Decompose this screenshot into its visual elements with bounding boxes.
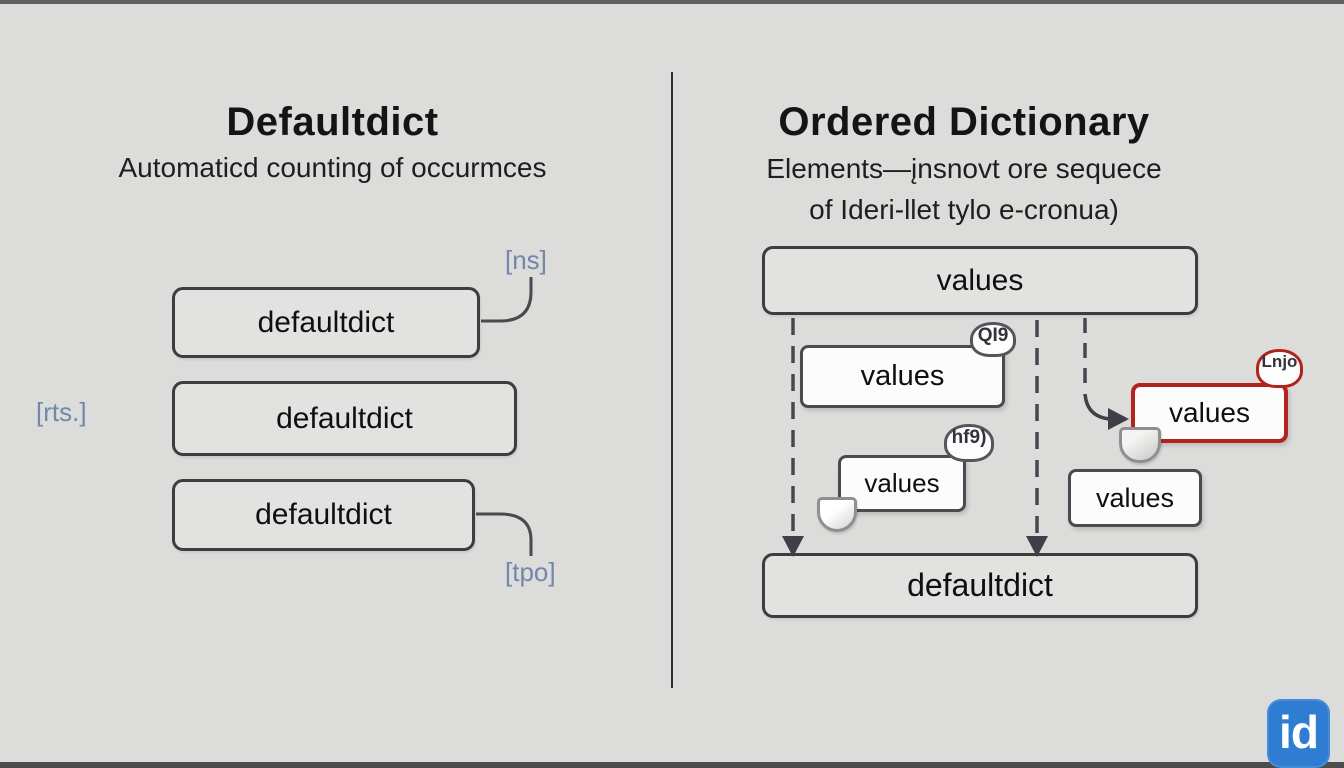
defaultdict-result-label: defaultdict: [907, 567, 1053, 603]
scribble-badge-icon: QI9: [970, 322, 1016, 357]
badge-1-text: QI9: [977, 325, 1009, 346]
defaultdict-box-3-label: defaultdict: [255, 498, 392, 531]
values-box-1-label: values: [860, 360, 945, 392]
values-box-4: values: [1068, 469, 1202, 527]
values-box-4-label: values: [1095, 482, 1175, 513]
defaultdict-box-2: defaultdict: [172, 381, 517, 456]
values-box-3-label: values: [1169, 397, 1250, 428]
id-logo-text: id: [1279, 705, 1319, 758]
defaultdict-box-2-label: defaultdict: [276, 401, 413, 435]
right-panel-title: Ordered Dictionary: [778, 100, 1150, 144]
top-border-line: [0, 0, 1344, 4]
left-panel-subtitle: Automaticd counting of occurmces: [118, 152, 547, 183]
annotation-tpo: [tpo]: [505, 557, 556, 587]
scribble-badge-icon: hf9): [944, 424, 994, 462]
badge-3-text: Lnjo: [1261, 352, 1298, 371]
defaultdict-box-1-label: defaultdict: [257, 305, 395, 339]
curved-arrow-line: [1083, 393, 1111, 421]
values-top-box-label: values: [936, 263, 1024, 297]
annotation-ns: [ns]: [505, 245, 547, 275]
bottom-border-line: [0, 762, 1344, 768]
values-box-2: values: [838, 455, 966, 512]
right-panel-subtitle-line2: of Ideri-llet tylo e-cronua): [809, 194, 1119, 225]
vertical-divider: [671, 72, 673, 688]
right-panel-subtitle-line1: Elements—įnsnovt ore sequece: [766, 153, 1162, 184]
left-panel-title: Defaultdict: [226, 100, 439, 144]
id-logo: id: [1267, 699, 1330, 768]
folded-corner-icon: [1119, 427, 1161, 463]
values-top-box: values: [762, 246, 1198, 315]
folded-corner-icon: [817, 497, 857, 532]
values-box-1: values: [800, 345, 1005, 408]
values-box-2-label: values: [864, 468, 940, 498]
defaultdict-box-3: defaultdict: [172, 479, 475, 551]
scribble-badge-red-icon: Lnjo: [1256, 349, 1303, 388]
annotation-rts: [rts.]: [36, 397, 87, 427]
badge-2-text: hf9): [951, 427, 987, 448]
defaultdict-box-1: defaultdict: [172, 287, 480, 358]
defaultdict-result-box: defaultdict: [762, 553, 1198, 618]
connector-to-ns: [481, 277, 533, 323]
connector-to-tpo: [476, 512, 533, 556]
